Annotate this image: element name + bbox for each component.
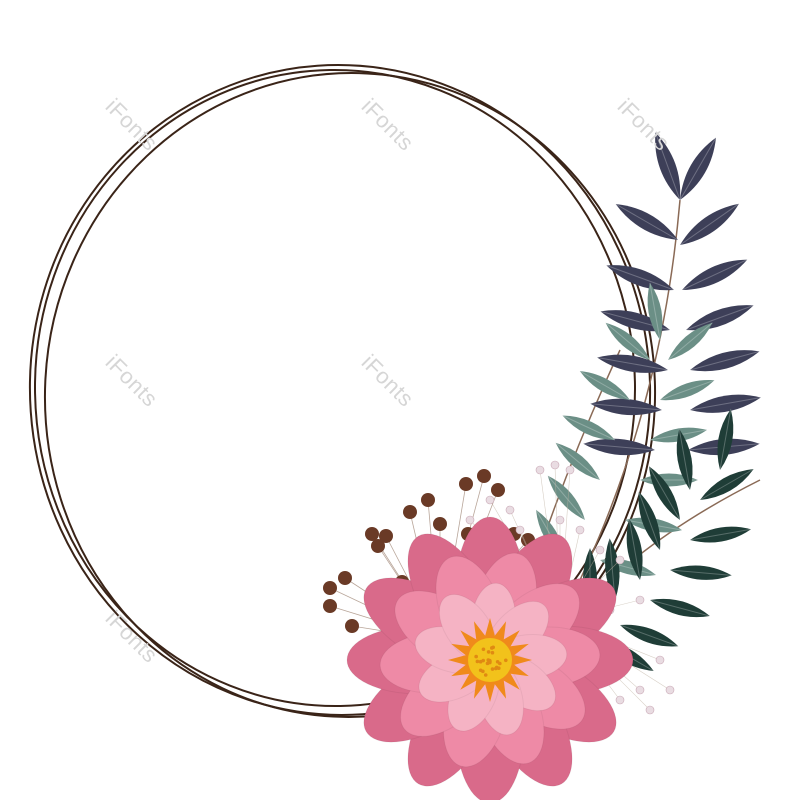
leaf (697, 463, 758, 506)
leaf (669, 563, 732, 582)
leaf (673, 134, 723, 204)
leaf (644, 282, 667, 341)
leaf (543, 471, 590, 524)
leaf (689, 522, 752, 547)
leaf (679, 252, 751, 297)
leaf (664, 318, 717, 365)
leaf (689, 390, 763, 418)
leaf (612, 197, 682, 247)
leaf (688, 344, 762, 378)
leaf (648, 593, 712, 623)
leaf (675, 197, 743, 251)
navy-leaf-branch (583, 130, 763, 458)
